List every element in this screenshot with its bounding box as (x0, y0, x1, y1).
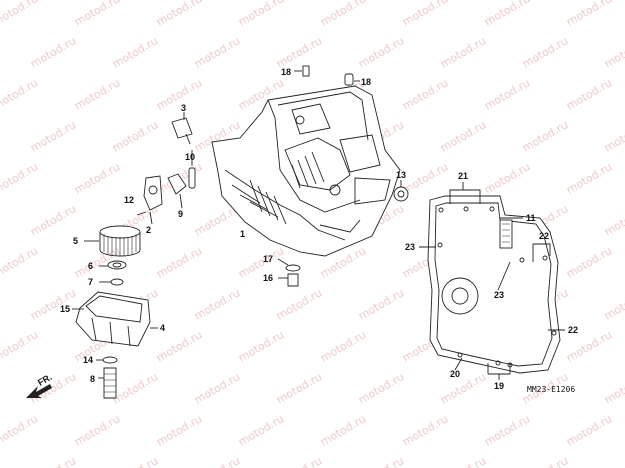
callout-4: 4 (160, 323, 165, 333)
callout-11: 11 (526, 213, 536, 223)
callout-20: 20 (450, 369, 460, 379)
washer-seal (99, 260, 127, 286)
callout-1: 1 (240, 229, 245, 239)
direction-label: FR. (36, 372, 54, 388)
callout-labels: 1 2 3 4 5 6 7 8 9 10 11 12 13 14 15 16 1… (36, 67, 578, 394)
callout-2: 2 (146, 225, 151, 235)
callout-15: 15 (60, 304, 70, 314)
drawing-code: MM23-E1206 (527, 385, 575, 394)
front-direction-arrow (26, 384, 52, 398)
callout-19: 19 (494, 381, 504, 391)
callout-18-right: 18 (361, 77, 371, 87)
callout-21: 21 (458, 171, 468, 181)
callout-22-top: 22 (539, 231, 549, 241)
callout-23-center: 23 (494, 290, 504, 300)
oil-pipe-plug (188, 150, 196, 189)
callout-22-bottom: 22 (568, 325, 578, 335)
callout-17: 17 (263, 254, 273, 264)
oil-pan (211, 85, 401, 257)
callout-16: 16 (263, 273, 273, 283)
oil-strainer-housing (72, 291, 158, 347)
callout-13: 13 (396, 170, 406, 180)
oil-pan-gasket (419, 182, 565, 380)
callout-7: 7 (88, 277, 93, 287)
callout-10: 10 (185, 152, 195, 162)
callout-6: 6 (88, 261, 93, 271)
drain-bolt (277, 258, 301, 287)
callout-9: 9 (178, 209, 183, 219)
callout-18-left: 18 (281, 67, 291, 77)
oil-filter (84, 225, 141, 257)
relief-valve-assembly (136, 173, 187, 225)
dowel-pin-left (294, 65, 310, 77)
callout-3: 3 (181, 103, 186, 113)
oil-pressure-switch (171, 112, 193, 145)
callout-5: 5 (73, 236, 78, 246)
dowel-pin-right (344, 73, 360, 86)
callout-23-left: 23 (405, 242, 415, 252)
callout-12: 12 (124, 195, 134, 205)
grommet (393, 180, 409, 202)
callout-14: 14 (83, 355, 93, 365)
oil-strainer-screen (96, 356, 118, 399)
callout-8: 8 (90, 374, 95, 384)
